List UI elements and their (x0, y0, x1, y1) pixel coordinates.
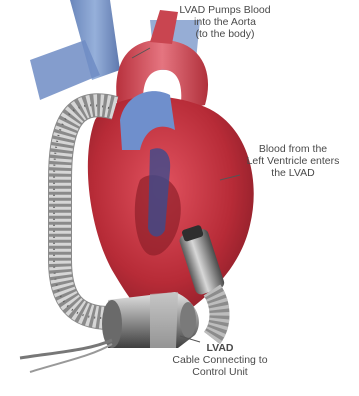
driveline-cable (20, 340, 112, 358)
lvad-pump (102, 292, 199, 348)
lvad-label: LVAD Cable Connecting to Control Unit (150, 342, 290, 378)
ventricle-label-line-1: Blood from the (230, 143, 356, 155)
aorta-label-line-2: into the Aorta (150, 16, 300, 28)
ventricle-label-line-3: the LVAD (230, 167, 356, 179)
lvad-label-line-2: Control Unit (150, 366, 290, 378)
lvad-label-title: LVAD (150, 342, 290, 354)
lvad-label-line-1: Cable Connecting to (150, 354, 290, 366)
ventricle-label: Blood from the Left Ventricle enters the… (230, 143, 356, 179)
aorta-label-line-1: LVAD Pumps Blood (150, 4, 300, 16)
aorta-label: LVAD Pumps Blood into the Aorta (to the … (150, 4, 300, 40)
aorta-label-line-3: (to the body) (150, 28, 300, 40)
ventricle-label-line-2: Left Ventricle enters (230, 155, 356, 167)
